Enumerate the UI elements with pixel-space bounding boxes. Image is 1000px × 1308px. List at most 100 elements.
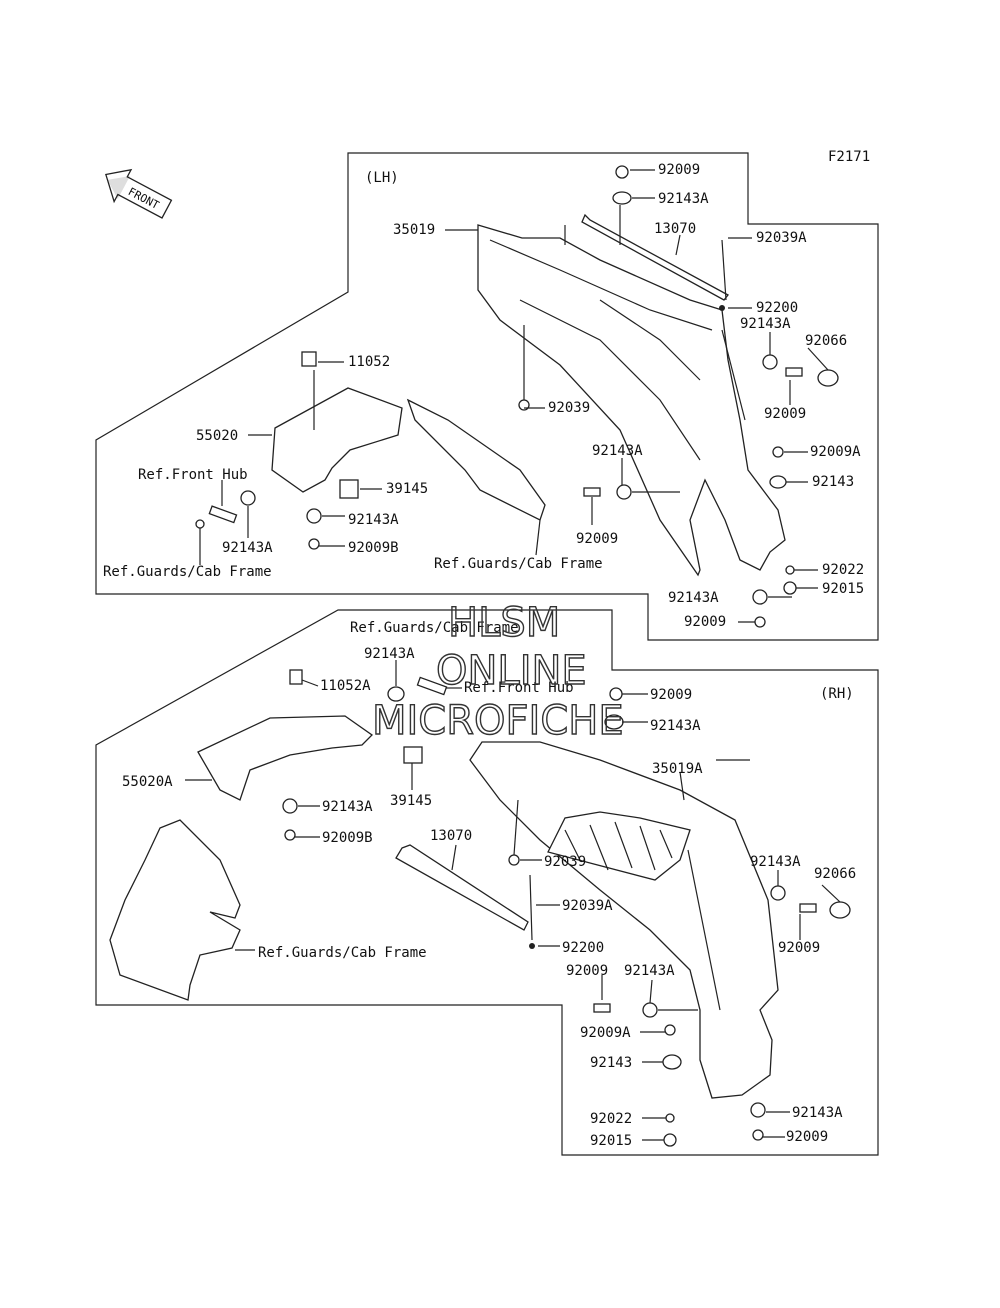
rh-bolt-92009A <box>664 1024 676 1036</box>
lh-label-35019: 35019 <box>393 222 435 238</box>
rh-cab-frame-guard <box>109 819 241 1001</box>
lh-grommet-92143A-b <box>306 508 322 524</box>
lh-label-92143A-bot: 92143A <box>668 590 719 606</box>
rh-label-92143: 92143 <box>590 1055 632 1071</box>
rh-label-92039A: 92039A <box>562 898 613 914</box>
rh-fender-35019A <box>469 741 779 1099</box>
lh-grommet-92143A-a <box>240 490 256 506</box>
rh-label-92022: 92022 <box>590 1111 632 1127</box>
lh-label-39145: 39145 <box>386 481 428 497</box>
lh-rivet-92039A <box>721 239 727 301</box>
rh-ref-guards-cab-frame-top: Ref.Guards/Cab Frame <box>350 620 519 636</box>
watermark-line2: ONLINE <box>436 648 587 694</box>
rh-label-92039: 92039 <box>544 854 586 870</box>
rh-label-92009-top: 92009 <box>650 687 692 703</box>
rh-cap-92066 <box>829 901 851 919</box>
lh-bolt-92009-bot <box>754 616 766 628</box>
rh-label-92143A-mid: 92143A <box>750 854 801 870</box>
rh-bolt-92009-low <box>593 1003 611 1013</box>
rh-fender-vent-ribs <box>564 821 673 871</box>
lh-bolt-92009A <box>772 446 784 458</box>
lh-nut-92200 <box>719 305 725 311</box>
lh-label-92039A: 92039A <box>756 230 807 246</box>
lh-clip-39145 <box>339 479 359 499</box>
lh-ref-front-hub: Ref.Front Hub <box>138 467 248 483</box>
lh-ref-guards-cab-frame-a: Ref.Guards/Cab Frame <box>434 556 603 572</box>
lh-ref-guards-cab-frame-b: Ref.Guards/Cab Frame <box>103 564 272 580</box>
rh-section-title: (RH) <box>820 686 854 702</box>
lh-washer-92022 <box>785 565 795 575</box>
lh-guard-55020 <box>271 387 403 493</box>
rh-label-92009-mid: 92009 <box>778 940 820 956</box>
lh-section-title: (LH) <box>365 170 399 186</box>
lh-grommet-92143A-mid <box>762 354 778 370</box>
lh-label-92015: 92015 <box>822 581 864 597</box>
lh-label-92200: 92200 <box>756 300 798 316</box>
lh-bolt-92009-top <box>615 165 629 179</box>
rh-label-11052A: 11052A <box>320 678 371 694</box>
rh-ref-front-hub: Ref.Front Hub <box>464 680 574 696</box>
lh-grommet-92143A-top <box>612 191 632 205</box>
lh-label-92143: 92143 <box>812 474 854 490</box>
watermark-line1: HLSM <box>448 600 560 646</box>
lh-label-92143A-a: 92143A <box>222 540 273 556</box>
rh-ref-guards-cab-frame-low: Ref.Guards/Cab Frame <box>258 945 427 961</box>
rh-bolt-92009-bot <box>752 1129 764 1141</box>
lh-label-92066: 92066 <box>805 333 847 349</box>
rh-section-frame <box>95 609 879 1156</box>
lh-leader-lines <box>199 169 829 623</box>
rh-bracket-11052A <box>289 669 303 685</box>
lh-fender-edge-strip <box>721 329 746 421</box>
rh-ref-hub-plate <box>416 676 448 696</box>
rh-bolt-92009-mid <box>799 903 817 913</box>
rh-label-13070: 13070 <box>430 828 472 844</box>
lh-label-92039: 92039 <box>548 400 590 416</box>
lh-label-92009A: 92009A <box>810 444 861 460</box>
rh-strip-13070 <box>395 844 529 931</box>
rh-grommet-92143 <box>662 1054 682 1070</box>
front-arrow-icon: FRONT <box>105 168 173 219</box>
rh-label-92009B: 92009B <box>322 830 373 846</box>
lh-label-92009-bot: 92009 <box>684 614 726 630</box>
rh-leader-lines <box>185 660 841 1141</box>
rh-label-55020A: 55020A <box>122 774 173 790</box>
lh-label-92009-mid: 92009 <box>764 406 806 422</box>
rh-label-92066: 92066 <box>814 866 856 882</box>
lh-label-92022: 92022 <box>822 562 864 578</box>
lh-cap-92066 <box>817 369 839 387</box>
lh-section-frame <box>95 152 879 641</box>
rh-label-92143A-upper: 92143A <box>650 718 701 734</box>
rh-grommet-92143A-guard <box>282 798 298 814</box>
lh-bolt-92009-low <box>583 487 601 497</box>
lh-bolt-92009B <box>308 538 320 550</box>
lh-label-92143A-low: 92143A <box>592 443 643 459</box>
watermark: HLSM ONLINE MICROFICHE <box>371 599 624 744</box>
lh-grommet-92143A-bot <box>752 589 768 605</box>
lh-label-55020: 55020 <box>196 428 238 444</box>
figure-code: F2171 <box>828 149 870 165</box>
rh-nut-92015 <box>663 1133 677 1147</box>
rh-fender-edge-strip <box>687 849 721 1011</box>
rh-label-92200: 92200 <box>562 940 604 956</box>
rh-grommet-92143A-top <box>387 686 405 702</box>
lh-label-92143A-b: 92143A <box>348 512 399 528</box>
lh-label-92009-top: 92009 <box>658 162 700 178</box>
rh-label-35019A: 35019A <box>652 761 703 777</box>
rh-clip-92039 <box>508 854 520 866</box>
rh-label-92143A-low: 92143A <box>624 963 675 979</box>
rh-label-92015: 92015 <box>590 1133 632 1149</box>
rh-clip-39145 <box>403 746 423 764</box>
lh-nut-92015 <box>783 581 797 595</box>
lh-label-92009-low: 92009 <box>576 531 618 547</box>
lh-grommet-92143A-low <box>616 484 632 500</box>
rh-bolt-92009B <box>284 829 296 841</box>
rh-grommet-92143A-mid <box>770 885 786 901</box>
lh-label-11052: 11052 <box>348 354 390 370</box>
lh-bolt-92009-mid <box>785 367 803 377</box>
rh-rivet-92039A <box>529 874 533 941</box>
rh-label-92009-bot: 92009 <box>786 1129 828 1145</box>
lh-label-13070: 13070 <box>654 221 696 237</box>
rh-label-92143A-top: 92143A <box>364 646 415 662</box>
